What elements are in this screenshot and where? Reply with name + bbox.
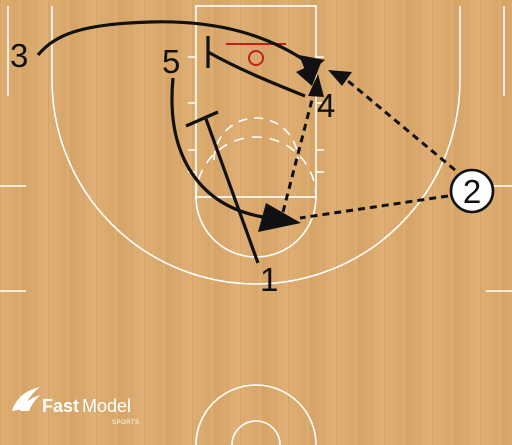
player-1-path	[204, 118, 260, 264]
court-markings	[0, 5, 512, 445]
center-circle-inner	[231, 420, 281, 445]
logo-brand-model: Model	[82, 396, 131, 416]
player-4-cut-arrowhead	[296, 60, 322, 86]
pass-2-to-high-arrowhead	[328, 70, 352, 86]
player-5-cut-arrowhead	[258, 203, 301, 232]
logo-brand-sub: SPORTS	[112, 420, 140, 426]
lane-hash-right	[316, 56, 324, 173]
logo-brand-fast: Fast	[42, 396, 79, 416]
player-3-cut-path	[36, 20, 311, 66]
passes	[281, 70, 456, 220]
player-2-marker: 2	[449, 168, 495, 214]
three-point-arc	[51, 6, 461, 285]
player-4-cut	[206, 36, 322, 98]
pass-2-to-high	[341, 74, 456, 172]
player-2-circle	[449, 168, 495, 214]
lane-hash-left	[188, 56, 196, 173]
paint-lane	[195, 5, 317, 198]
rim	[248, 50, 264, 66]
pass-lane-to-4-arrowhead	[308, 74, 324, 97]
player-4-cut-path	[207, 50, 306, 98]
player-4: 4	[317, 87, 335, 124]
free-throw-circle-top	[195, 136, 317, 198]
restricted-area-arc	[213, 117, 299, 161]
fastmodel-logo: Fast Model SPORTS	[12, 387, 140, 426]
player-2: 2	[463, 173, 481, 210]
player-1: 1	[260, 261, 278, 298]
player-1-screen	[185, 110, 260, 264]
player-1-screen-bar	[185, 110, 219, 128]
player-5: 5	[162, 43, 180, 80]
player-3: 3	[10, 37, 28, 74]
center-circle-outer	[195, 384, 317, 445]
pass-2-to-lane	[299, 194, 449, 220]
pass-lane-to-4	[281, 91, 316, 213]
fastmodel-swoosh-icon	[12, 387, 40, 411]
